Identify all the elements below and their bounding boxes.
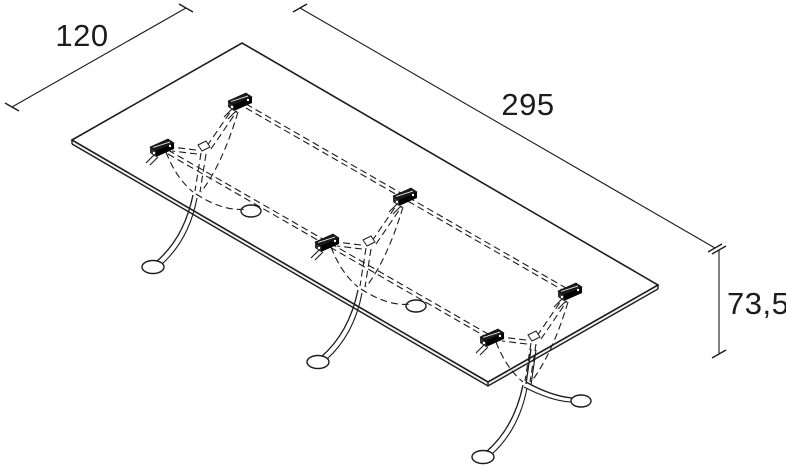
right-column-solid	[525, 348, 532, 385]
glass-corner-edges	[71, 140, 659, 386]
rear-leg-middle-assembly	[360, 288, 412, 305]
height-dimension-label: 73,5	[727, 286, 786, 321]
right-column-solid-2	[530, 349, 537, 386]
dimension-ticks-height	[711, 245, 727, 359]
rail-lower-2	[167, 153, 489, 339]
rear-legs	[195, 193, 573, 403]
glass-tabletop	[70, 42, 660, 387]
dimension-line-length	[299, 7, 716, 249]
rear-leg-right-assembly	[525, 381, 573, 399]
rear-leg-right-outline	[523, 386, 572, 403]
rail-upper-2	[245, 107, 567, 293]
rail-upper	[245, 103, 567, 289]
glass-top-surface	[70, 42, 660, 383]
underframe-rails	[167, 103, 567, 339]
rail-lower	[167, 149, 489, 335]
dimension-ticks-length	[292, 3, 723, 253]
width-dimension-label: 120	[55, 18, 108, 53]
dimension-ticks-width	[4, 3, 194, 112]
length-dimension-label: 295	[501, 87, 554, 122]
dimension-length: 295	[292, 3, 723, 253]
dimension-line-width	[11, 7, 187, 108]
dimension-width: 120	[4, 3, 194, 112]
dimension-height: 73,5	[711, 245, 786, 359]
rear-leg-left-assembly	[195, 193, 247, 210]
